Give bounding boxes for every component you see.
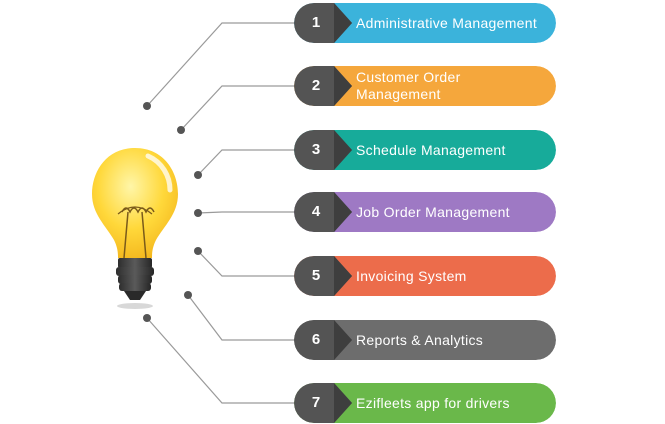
connector-line-5 — [197, 250, 294, 277]
item-number: 6 — [311, 331, 321, 348]
connector-dot-6 — [184, 291, 192, 299]
feature-item-2: 2 Customer Order Management — [294, 66, 556, 106]
connector-line-1 — [146, 22, 294, 107]
lightbulb-icon — [92, 148, 178, 309]
connector-dot-1 — [143, 102, 151, 110]
connector-line-3 — [197, 149, 294, 176]
feature-item-1: 1 Administrative Management — [294, 3, 556, 43]
item-number: 1 — [311, 14, 321, 31]
feature-item-5: 5 Invoicing System — [294, 256, 556, 296]
item-number: 5 — [311, 267, 321, 284]
connector-dot-3 — [194, 171, 202, 179]
item-label: Job Order Management — [356, 203, 510, 220]
item-label: Customer Order Management — [356, 69, 461, 102]
connector-line-2 — [180, 85, 294, 131]
connector-dot-4 — [194, 209, 202, 217]
feature-item-4: 4 Job Order Management — [294, 192, 556, 232]
connector-dot-2 — [177, 126, 185, 134]
connector-line-4 — [197, 211, 294, 214]
item-label: Ezifleets app for drivers — [356, 394, 510, 411]
item-label: Schedule Management — [356, 141, 506, 158]
connector-dot-7 — [143, 314, 151, 322]
connector-dot-5 — [194, 247, 202, 255]
connector-line-7 — [146, 317, 294, 404]
item-label: Invoicing System — [356, 267, 467, 284]
feature-item-6: 6 Reports & Analytics — [294, 320, 556, 360]
feature-item-7: 7 Ezifleets app for drivers — [294, 383, 556, 423]
connector-line-6 — [187, 294, 294, 341]
item-number: 2 — [311, 77, 321, 94]
item-number: 4 — [311, 203, 321, 220]
item-label: Reports & Analytics — [356, 331, 484, 348]
item-number: 7 — [311, 394, 321, 411]
item-number: 3 — [311, 141, 321, 158]
feature-item-3: 3 Schedule Management — [294, 130, 556, 170]
item-label: Administrative Management — [356, 14, 538, 31]
